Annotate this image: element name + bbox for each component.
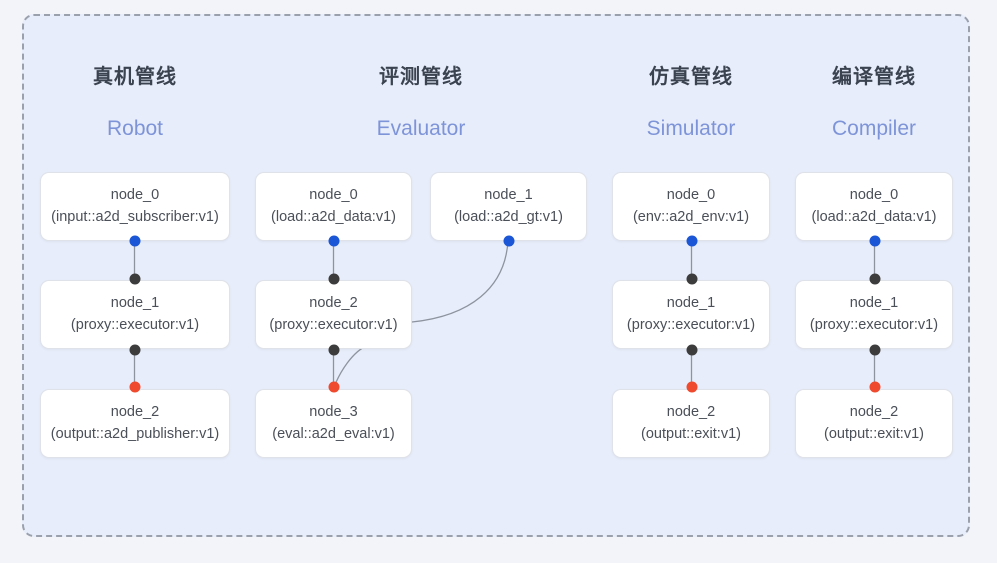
port-output-evaluator-2[interactable] (328, 344, 339, 356)
node-evaluator-0[interactable]: node_0 (load::a2d_data:v1) (255, 172, 412, 241)
node-label-name: node_0 (309, 187, 358, 204)
node-label-type: (output::exit:v1) (824, 425, 924, 442)
node-label-name: node_2 (309, 295, 358, 312)
node-compiler-1[interactable]: node_1 (proxy::executor:v1) (795, 280, 953, 349)
node-evaluator-3[interactable]: node_3 (eval::a2d_eval:v1) (255, 389, 412, 458)
node-label-name: node_0 (110, 187, 160, 204)
node-label-name: node_2 (849, 404, 899, 421)
node-label-name: node_1 (666, 295, 716, 312)
node-label-name: node_1 (110, 295, 160, 312)
port-output-evaluator-1[interactable] (503, 235, 514, 247)
node-compiler-0[interactable]: node_0 (load::a2d_data:v1) (795, 172, 953, 241)
port-output-robot-0[interactable] (129, 235, 140, 247)
port-output-simulator-1[interactable] (686, 344, 697, 356)
node-label-type: (load::a2d_data:v1) (271, 208, 396, 225)
node-label-type: (env::a2d_env:v1) (632, 208, 750, 225)
port-input-compiler-1[interactable] (869, 273, 880, 285)
port-input-robot-2[interactable] (129, 381, 140, 393)
pipeline-group-frame (22, 14, 970, 537)
node-label-type: (output::exit:v1) (641, 425, 741, 442)
node-simulator-0[interactable]: node_0 (env::a2d_env:v1) (612, 172, 770, 241)
node-label-type: (eval::a2d_eval:v1) (272, 425, 395, 442)
node-label-type: (proxy::executor:v1) (269, 316, 398, 333)
node-evaluator-2[interactable]: node_2 (proxy::executor:v1) (255, 280, 412, 349)
node-label-type: (output::a2d_publisher:v1) (50, 425, 220, 442)
port-output-compiler-0[interactable] (869, 235, 880, 247)
port-output-evaluator-0[interactable] (328, 235, 339, 247)
node-label-name: node_0 (666, 187, 716, 204)
node-label-type: (load::a2d_data:v1) (811, 208, 937, 225)
node-label-type: (input::a2d_subscriber:v1) (51, 208, 219, 225)
node-label-name: node_1 (484, 187, 533, 204)
node-label-type: (proxy::executor:v1) (70, 316, 200, 333)
port-output-compiler-1[interactable] (869, 344, 880, 356)
port-output-simulator-0[interactable] (686, 235, 697, 247)
node-label-type: (proxy::executor:v1) (626, 316, 756, 333)
node-label-name: node_3 (309, 404, 358, 421)
node-compiler-2[interactable]: node_2 (output::exit:v1) (795, 389, 953, 458)
node-label-name: node_0 (849, 187, 899, 204)
port-output-robot-1[interactable] (129, 344, 140, 356)
node-evaluator-1[interactable]: node_1 (load::a2d_gt:v1) (430, 172, 587, 241)
node-robot-0[interactable]: node_0 (input::a2d_subscriber:v1) (40, 172, 230, 241)
port-input-compiler-2[interactable] (869, 381, 880, 393)
node-label-type: (proxy::executor:v1) (809, 316, 939, 333)
node-label-name: node_2 (110, 404, 160, 421)
port-input-simulator-2[interactable] (686, 381, 697, 393)
port-input-evaluator-2[interactable] (328, 273, 339, 285)
node-robot-2[interactable]: node_2 (output::a2d_publisher:v1) (40, 389, 230, 458)
node-label-name: node_1 (849, 295, 899, 312)
node-label-name: node_2 (666, 404, 716, 421)
node-simulator-1[interactable]: node_1 (proxy::executor:v1) (612, 280, 770, 349)
node-simulator-2[interactable]: node_2 (output::exit:v1) (612, 389, 770, 458)
port-input-simulator-1[interactable] (686, 273, 697, 285)
port-input-evaluator-3[interactable] (328, 381, 339, 393)
node-robot-1[interactable]: node_1 (proxy::executor:v1) (40, 280, 230, 349)
node-label-type: (load::a2d_gt:v1) (454, 208, 563, 225)
port-input-robot-1[interactable] (129, 273, 140, 285)
